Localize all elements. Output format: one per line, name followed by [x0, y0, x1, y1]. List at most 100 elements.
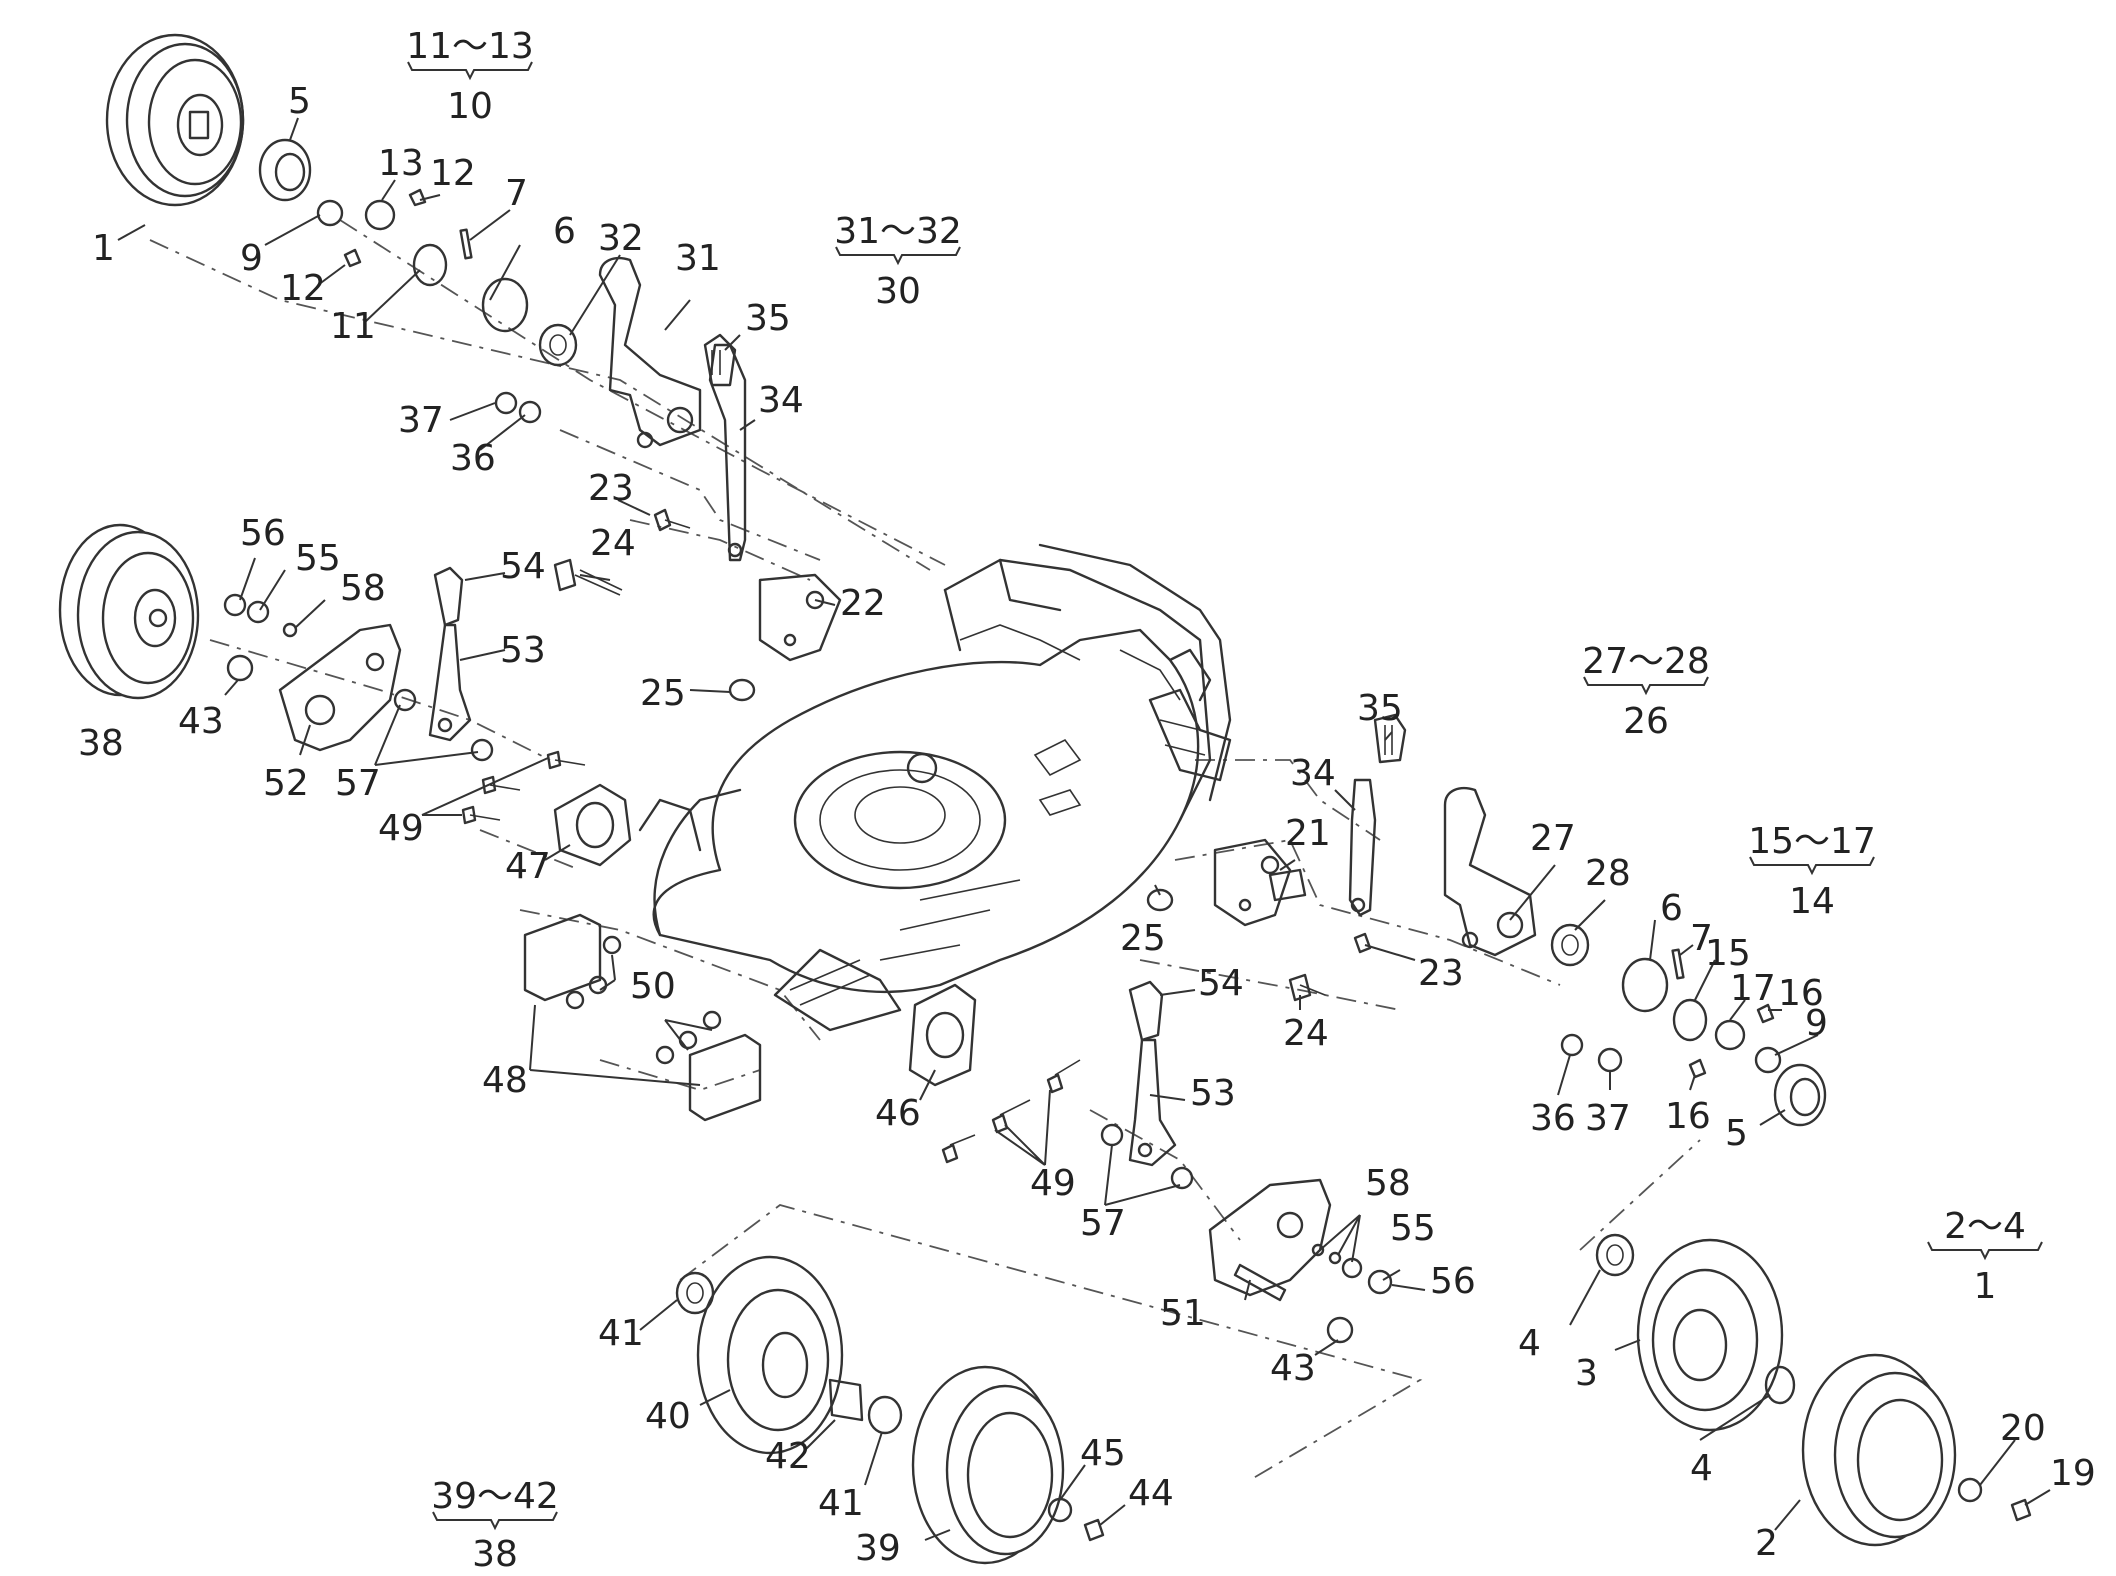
kit-group-14: 15～17 14	[1748, 821, 1876, 922]
callout-9: 9	[1805, 1003, 1828, 1044]
wheel-upper-left	[105, 33, 245, 207]
kit-number: 26	[1623, 701, 1669, 742]
callout-labels: 1 5 9 13 12 12 7 11 6 32 31 35 34 37 36 …	[78, 81, 2096, 1569]
callout-44: 44	[1128, 1473, 1174, 1514]
callout-35: 35	[1357, 688, 1403, 729]
callout-23: 23	[1418, 953, 1464, 994]
kit-range: 39～42	[431, 1476, 559, 1517]
callout-56: 56	[240, 513, 286, 554]
callout-23: 23	[588, 468, 634, 509]
right-rear-axle-parts	[1100, 980, 1393, 1344]
callout-43: 43	[1270, 1348, 1316, 1389]
kit-number: 10	[447, 86, 493, 127]
kit-group-26: 27～28 26	[1582, 641, 1710, 742]
callout-41: 41	[598, 1313, 644, 1354]
callout-51: 51	[1160, 1293, 1206, 1334]
callout-34: 34	[1290, 753, 1336, 794]
kit-group-38: 39～42 38	[431, 1476, 559, 1575]
leader-lines	[117, 117, 2051, 1541]
wheel-rear-left	[58, 523, 200, 700]
callout-15: 15	[1705, 933, 1751, 974]
callout-2: 2	[1755, 1523, 1778, 1564]
callout-7: 7	[1690, 918, 1713, 959]
callout-43: 43	[178, 701, 224, 742]
callout-36: 36	[450, 438, 496, 479]
callout-55: 55	[1390, 1208, 1436, 1249]
callout-47: 47	[505, 846, 551, 887]
callout-5: 5	[1725, 1113, 1748, 1154]
callout-20: 20	[2000, 1408, 2046, 1449]
callout-38: 38	[78, 723, 124, 764]
kit-group-labels: 11～13 10 31～32 30 27～28 26 15～17 14 2～4 …	[406, 26, 2043, 1575]
callout-4: 4	[1518, 1323, 1541, 1364]
callout-34: 34	[758, 380, 804, 421]
callout-37: 37	[398, 400, 444, 441]
kit-group-1: 2～4 1	[1927, 1206, 2043, 1307]
callout-11: 11	[330, 306, 376, 347]
kit-group-10: 11～13 10	[406, 26, 534, 127]
callout-5: 5	[288, 81, 311, 122]
callout-46: 46	[875, 1093, 921, 1134]
callout-16: 16	[1778, 973, 1824, 1014]
kit-range: 27～28	[1582, 641, 1710, 682]
callout-53: 53	[1190, 1073, 1236, 1114]
callout-49: 49	[1030, 1163, 1076, 1204]
callout-6: 6	[1660, 888, 1683, 929]
callout-58: 58	[1365, 1163, 1411, 1204]
callout-49: 49	[378, 808, 424, 849]
kit-number: 38	[472, 1534, 518, 1575]
callout-42: 42	[765, 1436, 811, 1477]
callout-35: 35	[745, 298, 791, 339]
callout-39: 39	[855, 1528, 901, 1569]
callout-36: 36	[1530, 1098, 1576, 1139]
mounting-brackets	[523, 913, 1081, 1164]
callout-6: 6	[553, 211, 576, 252]
callout-32: 32	[598, 218, 644, 259]
upper-left-hub-parts	[258, 138, 578, 367]
callout-16: 16	[1665, 1096, 1711, 1137]
callout-54: 54	[500, 546, 546, 587]
callout-50: 50	[630, 966, 676, 1007]
callout-52: 52	[263, 763, 309, 804]
kit-range: 31～32	[834, 211, 962, 252]
callout-40: 40	[645, 1396, 691, 1437]
callout-24: 24	[1283, 1013, 1329, 1054]
callout-21: 21	[1285, 813, 1331, 854]
kit-group-30: 31～32 30	[834, 211, 962, 312]
callout-57: 57	[1080, 1203, 1126, 1244]
height-adjuster-right	[1146, 713, 1827, 1127]
callout-9: 9	[240, 238, 263, 279]
callout-17: 17	[1730, 968, 1776, 1009]
kit-range: 11～13	[406, 26, 534, 67]
kit-number: 1	[1974, 1266, 1997, 1307]
callout-31: 31	[675, 238, 721, 279]
callout-25: 25	[1120, 918, 1166, 959]
callout-56: 56	[1430, 1261, 1476, 1302]
callout-24: 24	[590, 523, 636, 564]
callout-55: 55	[295, 538, 341, 579]
callout-28: 28	[1585, 853, 1631, 894]
height-adjuster-upper	[494, 256, 842, 702]
callout-1: 1	[92, 228, 115, 269]
callout-57: 57	[335, 763, 381, 804]
callout-41: 41	[818, 1483, 864, 1524]
rear-left-axle-parts	[223, 566, 632, 867]
callout-13: 13	[378, 143, 424, 184]
callout-58: 58	[340, 568, 386, 609]
callout-53: 53	[500, 630, 546, 671]
kit-range: 15～17	[1748, 821, 1876, 862]
callout-19: 19	[2050, 1453, 2096, 1494]
callout-27: 27	[1530, 818, 1576, 859]
callout-37: 37	[1585, 1098, 1631, 1139]
callout-25: 25	[640, 673, 686, 714]
kit-range: 2～4	[1944, 1206, 2026, 1247]
callout-4: 4	[1690, 1448, 1713, 1489]
callout-45: 45	[1080, 1433, 1126, 1474]
callout-3: 3	[1575, 1353, 1598, 1394]
callout-48: 48	[482, 1060, 528, 1101]
callout-22: 22	[840, 583, 886, 624]
wheel-rear-lower	[675, 1255, 1105, 1565]
kit-number: 14	[1789, 881, 1835, 922]
wheel-front-right	[1595, 1233, 2032, 1547]
